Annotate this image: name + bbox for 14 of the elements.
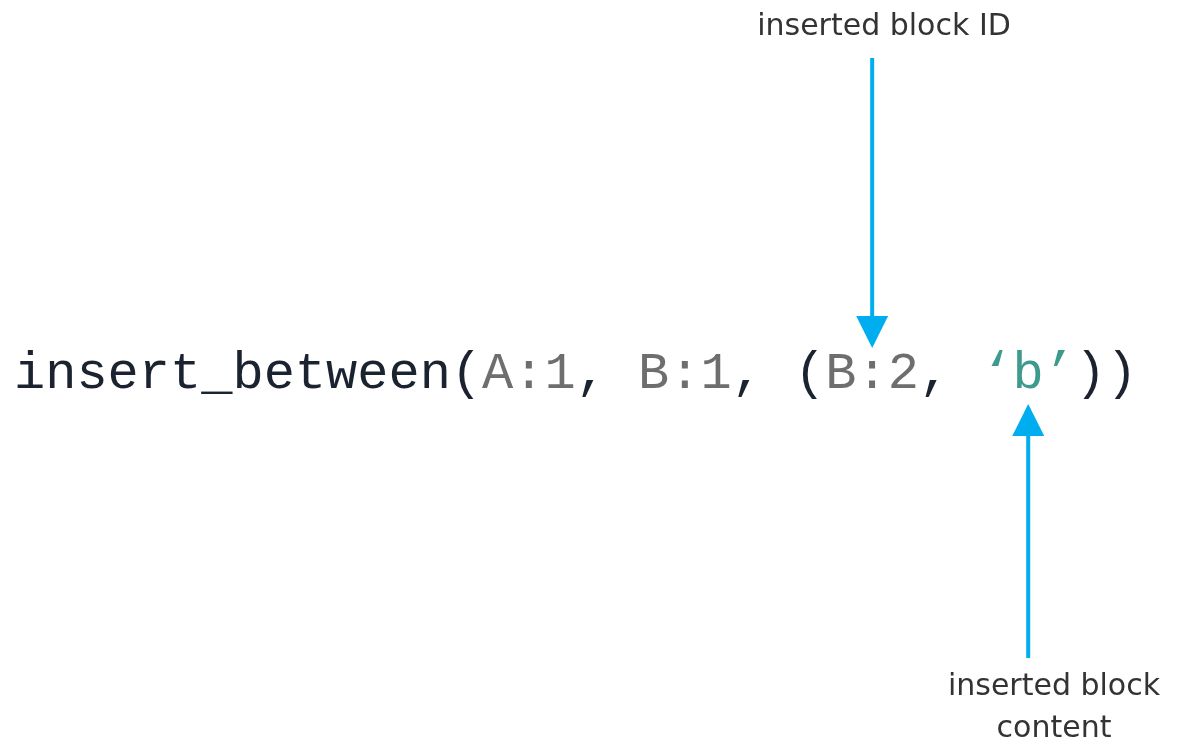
code-text: ,: [575, 344, 607, 406]
code-text: (: [794, 344, 826, 406]
code-text: ,: [919, 344, 951, 406]
leader-arrow: [856, 58, 889, 348]
annotation-label: inserted block ID: [724, 4, 1044, 46]
argument-text: B:2: [825, 340, 919, 410]
code-text: ,: [731, 344, 763, 406]
leader-arrow: [1012, 404, 1045, 658]
code-text: insert_between(: [14, 344, 483, 406]
annotation-label: inserted block content: [929, 664, 1179, 747]
string-literal: ‘b’: [981, 340, 1075, 410]
code-text: )): [1075, 344, 1138, 406]
argument-text: B:1: [638, 344, 732, 406]
argument-text: A:1: [482, 344, 576, 406]
